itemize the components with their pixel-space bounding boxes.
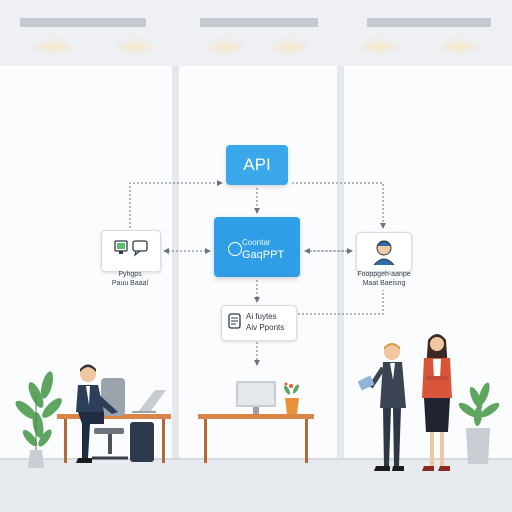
ceiling-light-bar: [200, 18, 318, 27]
user-avatar-icon: [373, 240, 395, 266]
client-to-api-arrow: [129, 180, 223, 228]
vase: [285, 398, 299, 414]
user-label-line2: Maat Baeisng: [362, 280, 406, 287]
downlight: [40, 44, 66, 50]
window-mullion: [337, 66, 344, 458]
downlight: [122, 44, 148, 50]
user-label: Fooppgeh-aanpe Maat Baeisng: [348, 270, 420, 288]
ceiling: [0, 0, 512, 66]
core-label-line1: Coontar: [242, 238, 271, 247]
downlight: [446, 44, 472, 50]
seated-person: [76, 364, 118, 463]
downlight: [212, 44, 238, 50]
tablet: [357, 375, 375, 391]
user-label-line1: Fooppgeh-aanpe: [357, 271, 411, 278]
monitor-icon: [114, 240, 128, 254]
right-potted-plant: [458, 382, 500, 464]
api-to-user-arrow: [292, 182, 386, 229]
downlight: [366, 44, 392, 50]
floor-edge: [0, 458, 512, 460]
data-label-line2: Aiv Pponts: [246, 323, 285, 332]
left-potted-plant: [15, 371, 62, 468]
brain-icon: [228, 242, 242, 256]
client-node: [101, 230, 161, 272]
ceiling-light-bar: [367, 18, 491, 27]
downlight: [276, 44, 302, 50]
document-icon: [228, 313, 241, 329]
data-node: Ai fuytes Aiv Pponts: [221, 305, 297, 341]
client-label-line1: Pyhgps: [118, 271, 142, 278]
data-label-line1: Ai fuytes: [246, 312, 277, 321]
chat-icon: [132, 240, 148, 257]
laptop: [138, 390, 166, 412]
ceiling-light-bar: [20, 18, 146, 27]
api-label: API: [243, 155, 271, 174]
window-mullion: [172, 66, 179, 458]
client-label-line2: Pauu Baaal: [111, 280, 149, 287]
center-desk: [198, 381, 314, 463]
client-label: Pyhgps Pauu Baaal: [98, 270, 162, 288]
standing-man: [357, 343, 406, 471]
core-label-line2: GaqPPT: [242, 249, 285, 261]
user-node: [356, 232, 412, 272]
left-desk: [57, 390, 171, 463]
data-to-user-line: [298, 290, 384, 315]
backpack: [130, 422, 154, 462]
api-box: API: [226, 145, 288, 185]
standing-woman: [422, 334, 452, 471]
